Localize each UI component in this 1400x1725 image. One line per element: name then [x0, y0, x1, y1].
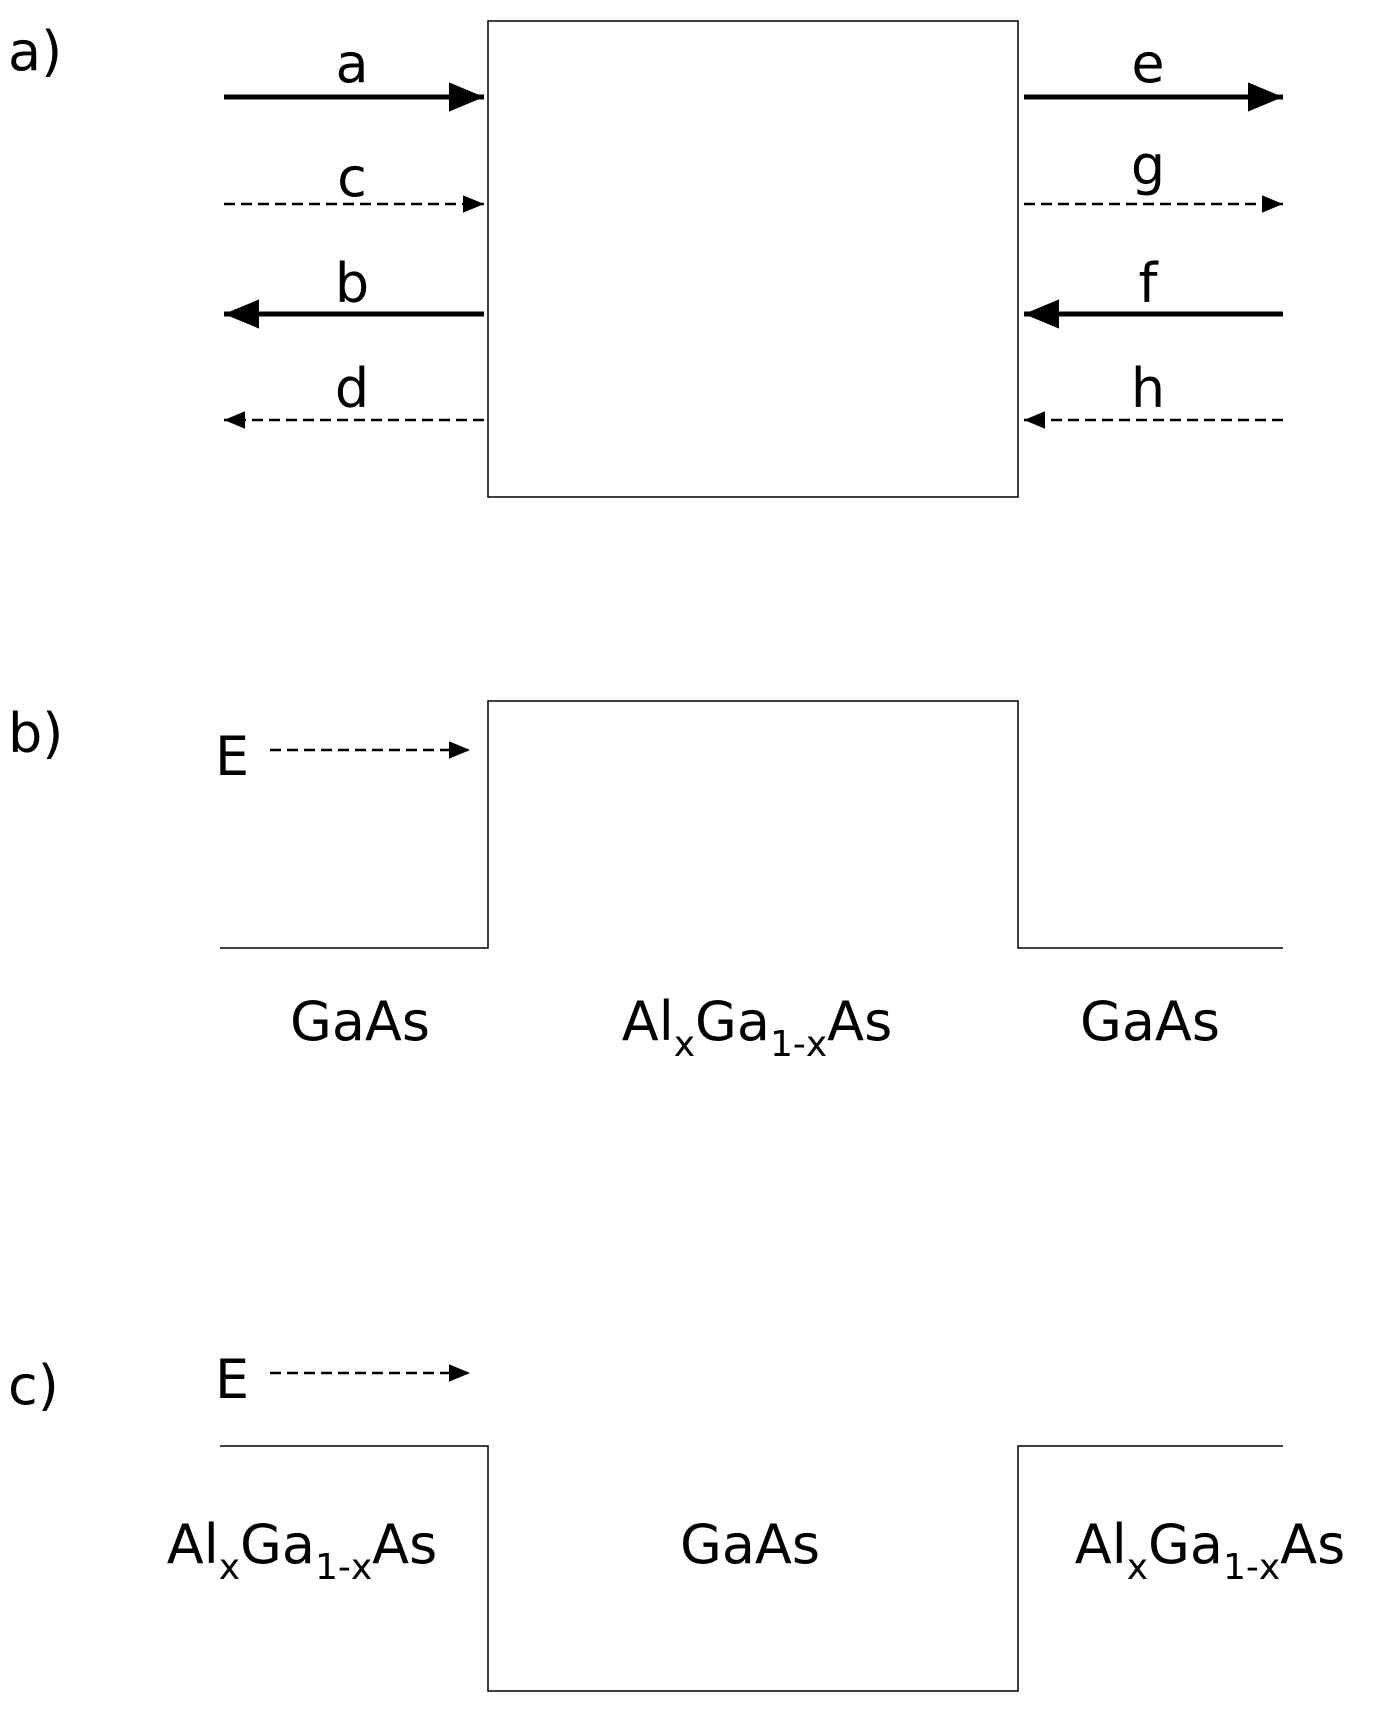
arrow-h-label: h [1131, 357, 1165, 420]
well-material-c: GaAs [680, 1513, 820, 1576]
panel-b-label: b) [8, 702, 63, 765]
arrow-g-label: g [1131, 134, 1165, 197]
panel-a-label: a) [8, 20, 62, 83]
arrow-f-label: f [1138, 252, 1159, 315]
barrier-potential-profile [220, 700, 1283, 949]
panel-c: c) E AlxGa1-xAs GaAs AlxGa1-xAs [8, 1348, 1345, 1692]
well-potential-profile [220, 1445, 1283, 1692]
energy-label-b: E [215, 725, 249, 788]
energy-label-c: E [215, 1348, 249, 1411]
panel-b: b) E GaAs AlxGa1-xAs GaAs [8, 700, 1283, 1065]
panel-c-label: c) [8, 1354, 59, 1417]
arrow-d-label: d [335, 357, 369, 420]
arrow-a-label: a [335, 32, 368, 95]
right-material-b: GaAs [1080, 990, 1220, 1053]
arrow-c-label: c [337, 146, 367, 209]
scattering-box [487, 20, 1019, 498]
barrier-material-b: AlxGa1-xAs [622, 990, 892, 1065]
arrow-b-label: b [335, 252, 369, 315]
arrow-e-label: e [1131, 32, 1164, 95]
left-material-c: AlxGa1-xAs [167, 1513, 437, 1588]
panel-a: a) a c b d e g f h [8, 20, 1283, 498]
left-material-b: GaAs [290, 990, 430, 1053]
right-material-c: AlxGa1-xAs [1075, 1513, 1345, 1588]
